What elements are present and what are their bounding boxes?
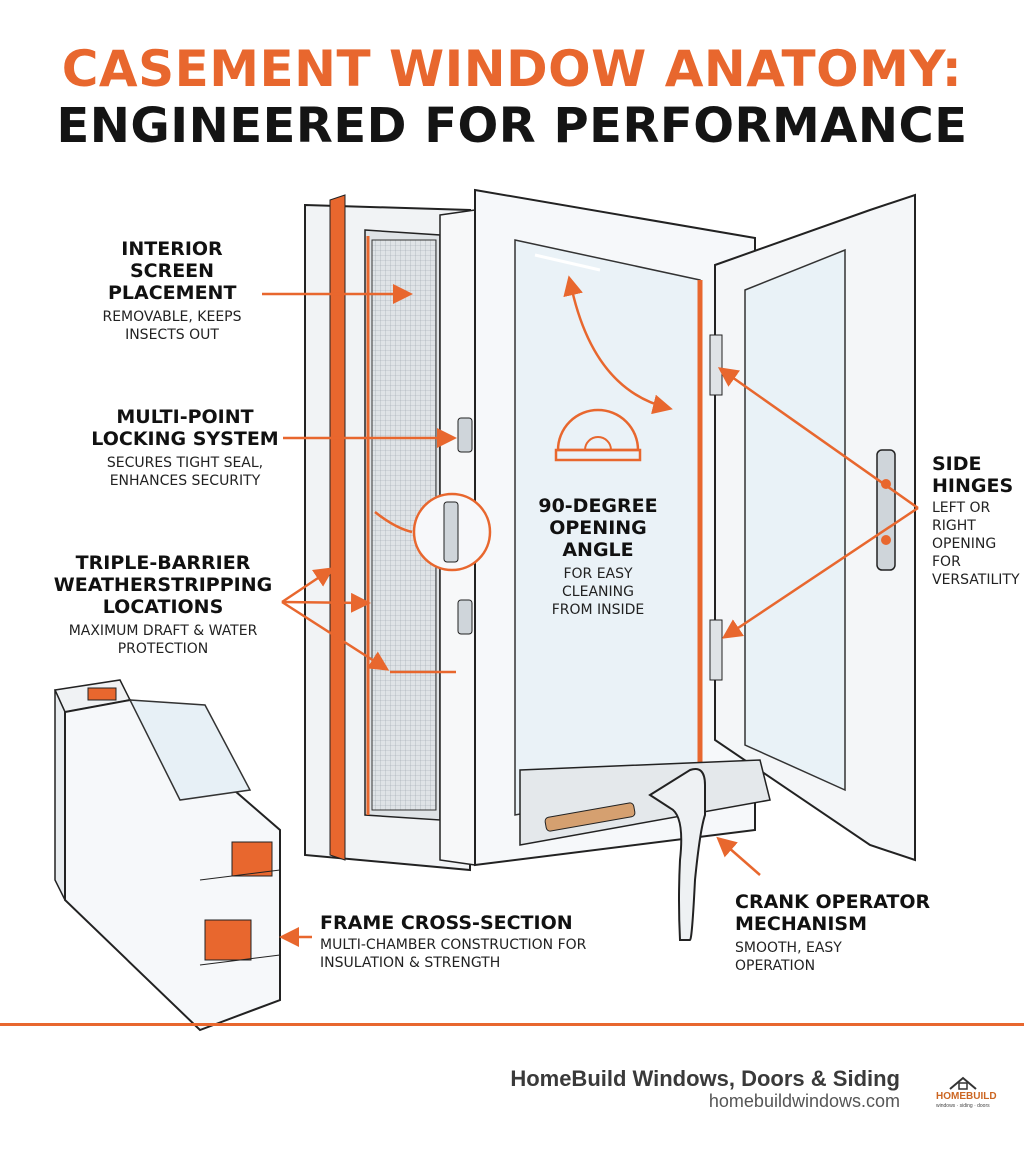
side-sash: [709, 193, 916, 862]
house-icon: [949, 1076, 977, 1090]
crank-handle-icon: [519, 759, 771, 941]
callout-screen: INTERIOR SCREEN PLACEMENT REMOVABLE, KEE…: [80, 238, 264, 344]
callout-frame: FRAME CROSS-SECTION MULTI-CHAMBER CONSTR…: [320, 912, 600, 972]
callout-crank-heading: CRANK OPERATOR MECHANISM: [735, 891, 931, 935]
footer-brand: HomeBuild Windows, Doors & Siding: [510, 1066, 900, 1091]
footer-divider: [0, 1023, 1024, 1026]
lock-detail-icon: [443, 501, 459, 563]
callout-weather-sub: MAXIMUM DRAFT & WATER PROTECTION: [68, 623, 258, 657]
title-line-2: ENGINEERED FOR PERFORMANCE: [56, 98, 968, 154]
callout-locking: MULTI-POINT LOCKING SYSTEM SECURES TIGHT…: [80, 406, 290, 490]
title-line-1: CASEMENT WINDOW ANATOMY:: [61, 40, 963, 98]
callout-weather-heading: TRIPLE-BARRIER WEATHERSTRIPPING LOCATION…: [53, 552, 273, 618]
callout-screen-sub: REMOVABLE, KEEPS INSECTS OUT: [102, 309, 242, 343]
callout-crank-sub: SMOOTH, EASY OPERATION: [735, 940, 842, 974]
frame-cross-section-icon: [53, 679, 281, 1032]
callout-crank: CRANK OPERATOR MECHANISM SMOOTH, EASY OP…: [735, 891, 955, 975]
callout-hinges: SIDE HINGES LEFT OR RIGHT OPENING FOR VE…: [932, 453, 1022, 589]
callout-hinges-sub: LEFT OR RIGHT OPENING FOR VERSATILITY: [932, 500, 1020, 588]
brand-logo: HOMEBUILD windows · siding · doors: [934, 1075, 997, 1115]
callout-angle-heading: 90-DEGREE OPENING ANGLE: [538, 495, 658, 561]
callout-angle: 90-DEGREE OPENING ANGLE FOR EASY CLEANIN…: [530, 495, 666, 619]
callout-frame-sub: MULTI-CHAMBER CONSTRUCTION FOR INSULATIO…: [320, 937, 587, 971]
logo-sub: windows · siding · doors: [936, 1103, 990, 1109]
callout-screen-heading: INTERIOR SCREEN PLACEMENT: [108, 238, 237, 304]
callout-weather: TRIPLE-BARRIER WEATHERSTRIPPING LOCATION…: [44, 552, 282, 658]
callout-frame-heading: FRAME CROSS-SECTION: [320, 912, 573, 934]
hinge-dot: [881, 535, 891, 545]
callout-arrows: [262, 275, 919, 947]
footer-url[interactable]: homebuildwindows.com: [708, 1091, 900, 1111]
callout-angle-sub: FOR EASY CLEANING FROM INSIDE: [551, 566, 645, 618]
callout-locking-sub: SECURES TIGHT SEAL, ENHANCES SECURITY: [106, 455, 264, 489]
callout-locking-heading: MULTI-POINT LOCKING SYSTEM: [91, 406, 279, 450]
logo-text: HOMEBUILD: [936, 1091, 997, 1102]
callout-hinges-heading: SIDE HINGES: [932, 453, 1014, 497]
hinge-dot: [881, 479, 891, 489]
